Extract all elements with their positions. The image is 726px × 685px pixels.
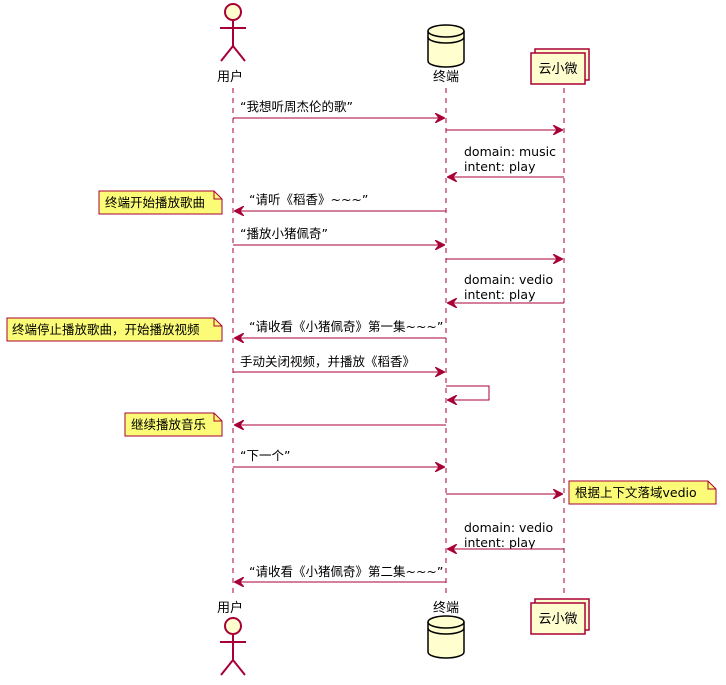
note-text: 终端停止播放歌曲，开始播放视频 [12, 322, 200, 337]
note-2: 终端停止播放歌曲，开始播放视频 [6, 317, 223, 342]
message-label-line1: domain: vedio [464, 520, 553, 535]
message-label: “请收看《小猪佩奇》第二集~~~” [249, 564, 443, 579]
note-text: 根据上下文落域vedio [575, 485, 697, 500]
message-label-line2: intent: play [464, 287, 536, 302]
participant-terminal-top: 终端 [427, 24, 465, 85]
database-icon [427, 24, 465, 68]
message-4: “请听《稻香》~~~” [235, 192, 446, 211]
note-4: 根据上下文落域vedio [568, 480, 717, 505]
message-label: 手动关闭视频，并播放《稻香》 [240, 354, 415, 369]
actor-icon [220, 3, 246, 62]
participant-cloud-bottom: 云小微 [530, 598, 590, 635]
participant-label: 用户 [217, 69, 243, 85]
participant-user-top: 用户 [217, 3, 246, 85]
participant-label: 用户 [217, 600, 243, 616]
actor-icon [220, 617, 246, 676]
participant-label: 终端 [433, 600, 459, 616]
message-label-line2: intent: play [464, 535, 536, 550]
message-3: domain: music intent: play [448, 144, 564, 177]
participant-cloud-top: 云小微 [530, 48, 590, 85]
message-1: “我想听周杰伦的歌” [233, 99, 444, 118]
note-3: 继续播放音乐 [124, 412, 223, 437]
message-10-self [446, 385, 490, 400]
message-label-line1: domain: vedio [464, 272, 553, 287]
participant-label: 云小微 [538, 612, 577, 627]
message-label: “请听《稻香》~~~” [249, 192, 368, 207]
message-label-line1: domain: music [464, 144, 556, 159]
message-label: “请收看《小猪佩奇》第一集~~~” [249, 319, 443, 334]
message-label: “下一个” [240, 448, 290, 463]
message-label-line2: intent: play [464, 159, 536, 174]
participant-label: 终端 [433, 69, 459, 85]
note-text: 终端开始播放歌曲 [105, 195, 205, 210]
message-5: “播放小猪佩奇” [233, 226, 444, 245]
message-8: “请收看《小猪佩奇》第一集~~~” [235, 319, 446, 338]
message-14: domain: vedio intent: play [448, 520, 564, 550]
participant-terminal-bottom: 终端 [427, 600, 465, 659]
participant-label: 云小微 [538, 62, 577, 77]
note-text: 继续播放音乐 [131, 417, 206, 432]
message-label: “播放小猪佩奇” [240, 226, 328, 241]
database-icon [427, 615, 465, 659]
message-9: 手动关闭视频，并播放《稻香》 [233, 354, 444, 372]
message-15: “请收看《小猪佩奇》第二集~~~” [235, 564, 446, 582]
participant-user-bottom: 用户 [217, 600, 246, 676]
message-label: “我想听周杰伦的歌” [240, 99, 353, 114]
message-7: domain: vedio intent: play [448, 272, 564, 303]
message-12: “下一个” [233, 448, 444, 467]
note-1: 终端开始播放歌曲 [98, 190, 223, 215]
